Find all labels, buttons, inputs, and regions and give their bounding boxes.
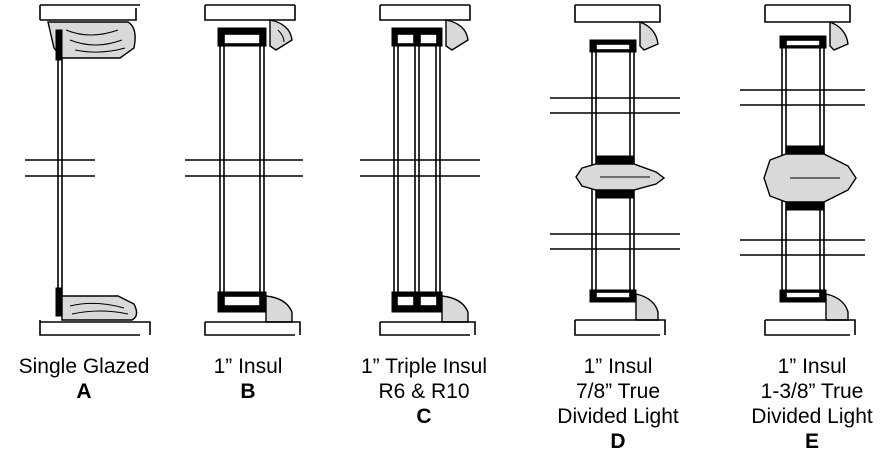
caption-a-letter: A bbox=[76, 380, 92, 403]
section-d-divided-light-7-8 bbox=[550, 4, 680, 336]
caption-c: 1” Triple Insul R6 & R10 C bbox=[361, 354, 487, 429]
section-e-bottom-frame bbox=[764, 289, 856, 336]
section-e-divided-light-1-3-8 bbox=[740, 4, 865, 336]
section-a-single-glazed bbox=[25, 4, 151, 336]
caption-a-line-1: Single Glazed bbox=[18, 355, 150, 378]
caption-a: Single Glazed A bbox=[19, 354, 150, 404]
caption-b-line-1: 1” Insul bbox=[213, 355, 283, 378]
section-a-top-frame bbox=[39, 4, 140, 61]
caption-d: 1” Insul 7/8” True Divided Light D bbox=[557, 354, 678, 454]
caption-d-line-2: 7/8” True bbox=[575, 380, 661, 403]
caption-e-letter: E bbox=[804, 430, 819, 453]
caption-c-line-2: R6 & R10 bbox=[378, 380, 470, 403]
section-b-top-frame bbox=[204, 4, 296, 51]
section-b-insulated bbox=[185, 4, 303, 336]
section-a-bottom-frame bbox=[39, 287, 151, 336]
section-c-top-frame bbox=[379, 4, 471, 51]
caption-e-line-3: Divided Light bbox=[751, 405, 873, 428]
section-b-bottom-frame bbox=[204, 291, 301, 336]
section-d-muntin bbox=[575, 155, 666, 199]
caption-e-line-2: 1-3/8” True bbox=[760, 380, 864, 403]
caption-e-line-1: 1” Insul bbox=[777, 355, 847, 378]
caption-e: 1” Insul 1-3/8” True Divided Light E bbox=[751, 354, 872, 454]
section-c-triple-insulated bbox=[360, 4, 480, 336]
section-d-bottom-frame bbox=[574, 289, 666, 336]
caption-b: 1” Insul B bbox=[214, 354, 283, 404]
section-e-muntin bbox=[763, 145, 857, 211]
section-d-top-frame bbox=[574, 4, 661, 53]
caption-c-line-1: 1” Triple Insul bbox=[360, 355, 488, 378]
caption-b-letter: B bbox=[240, 380, 256, 403]
caption-c-letter: C bbox=[416, 405, 432, 428]
caption-d-line-1: 1” Insul bbox=[583, 355, 653, 378]
caption-d-line-3: Divided Light bbox=[557, 405, 679, 428]
section-c-bottom-frame bbox=[379, 291, 476, 336]
caption-d-letter: D bbox=[610, 430, 626, 453]
section-e-top-frame bbox=[764, 4, 851, 51]
